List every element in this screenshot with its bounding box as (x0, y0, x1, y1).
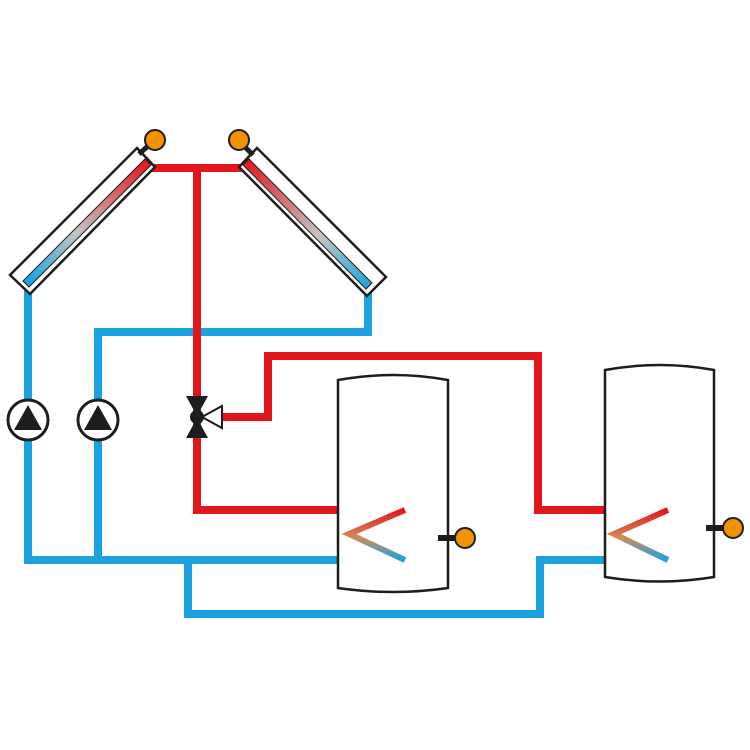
collector-sensor-left (144, 129, 166, 151)
storage-tank-2 (603, 363, 744, 583)
tank-sensor-2 (722, 517, 744, 539)
left-solar-collector (8, 129, 166, 296)
right-collector-absorber (242, 158, 373, 290)
valve-lower-port (186, 418, 208, 438)
storage-tank-1 (336, 373, 476, 594)
cold-pipe-right-collector-return (94, 290, 372, 560)
tank-2-heat-exchanger-coil (606, 507, 670, 563)
cold-piping (24, 285, 668, 618)
left-collector-absorber (22, 158, 152, 288)
right-solar-collector (228, 129, 388, 298)
circulation-pump-icon (84, 405, 112, 430)
hot-pipe-to-tank1 (193, 168, 405, 514)
collector-sensor-right (228, 129, 250, 151)
pump-2 (76, 398, 120, 442)
hot-pipe-to-tank2 (222, 352, 668, 514)
tank-1-body (336, 373, 450, 594)
three-way-valve (186, 396, 223, 438)
right-collector-frame (237, 146, 388, 298)
cold-pipe-tank2-return (184, 556, 668, 618)
pump-1 (6, 398, 50, 442)
valve-upper-port (186, 396, 208, 416)
three-way-valve-icon (190, 410, 204, 424)
tank-1-heat-exchanger-coil (341, 507, 407, 563)
left-collector-sensor-stem (137, 144, 150, 156)
tank-sensor-1 (454, 527, 476, 549)
valve-side-port (199, 404, 223, 430)
cold-pipe-left-loop (24, 285, 405, 564)
hot-piping (146, 164, 668, 514)
circulation-pump-icon (14, 405, 42, 430)
tank-2-body (603, 363, 716, 583)
